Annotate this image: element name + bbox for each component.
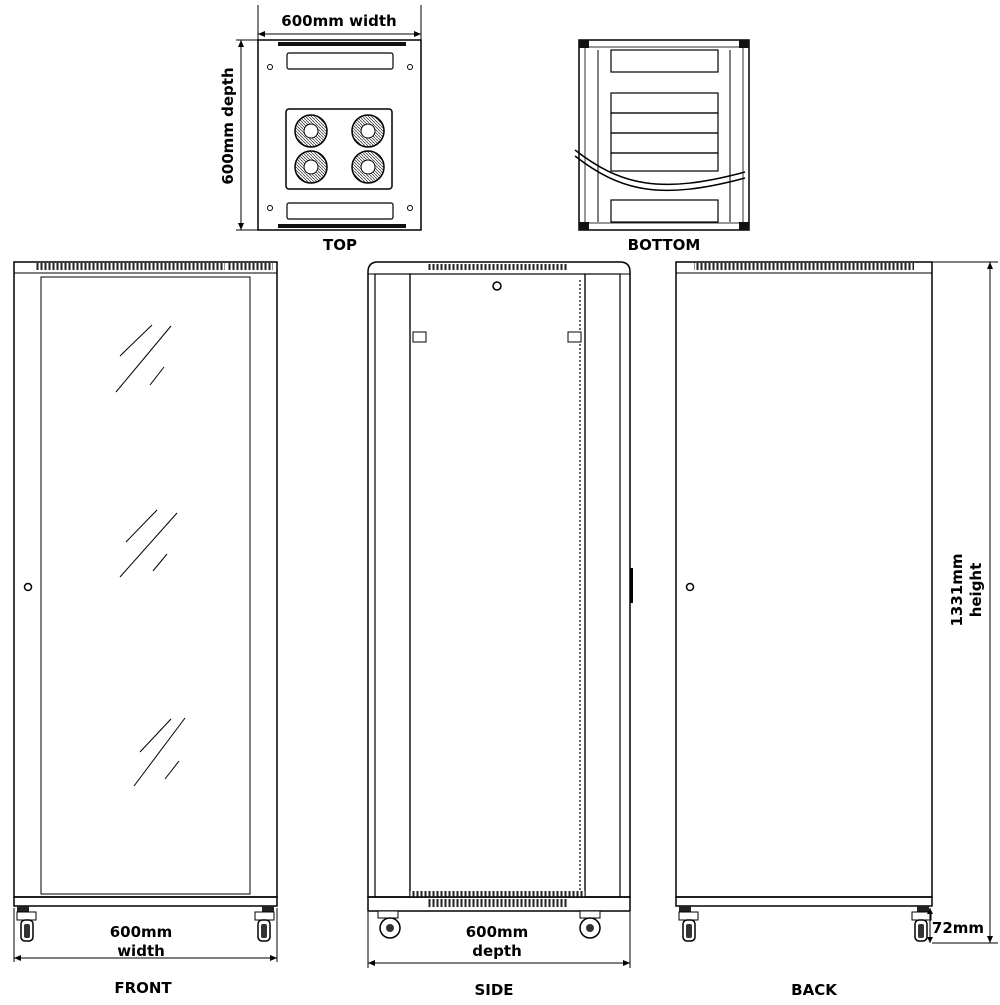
door-lock-icon (23, 582, 33, 592)
caster-wheel-icon (678, 911, 699, 942)
top-width-dimension: 600mm width (281, 12, 396, 30)
door-lock-icon (492, 281, 502, 291)
top-view-label: TOP (323, 236, 357, 254)
front-view-label: FRONT (114, 979, 172, 997)
caster-wheel-icon (16, 911, 37, 942)
bottom-view-label: BOTTOM (628, 236, 701, 254)
hinge-icon (412, 331, 427, 343)
side-depth-value: 600mm (466, 923, 529, 941)
height-word: height (967, 563, 985, 618)
side-view: 600mm depth SIDE (367, 261, 633, 999)
side-depth-word: depth (472, 942, 522, 960)
fan-icon (351, 114, 385, 148)
height-value: 1331mm (948, 553, 966, 626)
bottom-view: BOTTOM (574, 39, 750, 254)
door-lock-icon (685, 582, 695, 592)
front-width-word: width (117, 942, 165, 960)
caster-wheel-icon (377, 910, 401, 939)
fan-icon (294, 114, 328, 148)
back-view: 1331mm height 72mm BACK (675, 261, 998, 999)
top-view: 600mm width 600mm depth (219, 5, 422, 254)
caster-wheel-icon (254, 911, 275, 942)
top-depth-dimension: 600mm depth (219, 67, 237, 184)
front-width-value: 600mm (110, 923, 173, 941)
side-view-label: SIDE (474, 981, 513, 999)
glass-reflection-icon (115, 324, 186, 787)
caster-wheel-icon (579, 910, 601, 939)
caster-wheel-icon (911, 911, 932, 942)
back-view-label: BACK (791, 981, 838, 999)
fan-icon (351, 150, 385, 184)
front-view: 600mm width FRONT (13, 261, 278, 997)
foot-height-dimension: 72mm (932, 919, 984, 937)
hinge-icon (567, 331, 582, 343)
fan-icon (294, 150, 328, 184)
